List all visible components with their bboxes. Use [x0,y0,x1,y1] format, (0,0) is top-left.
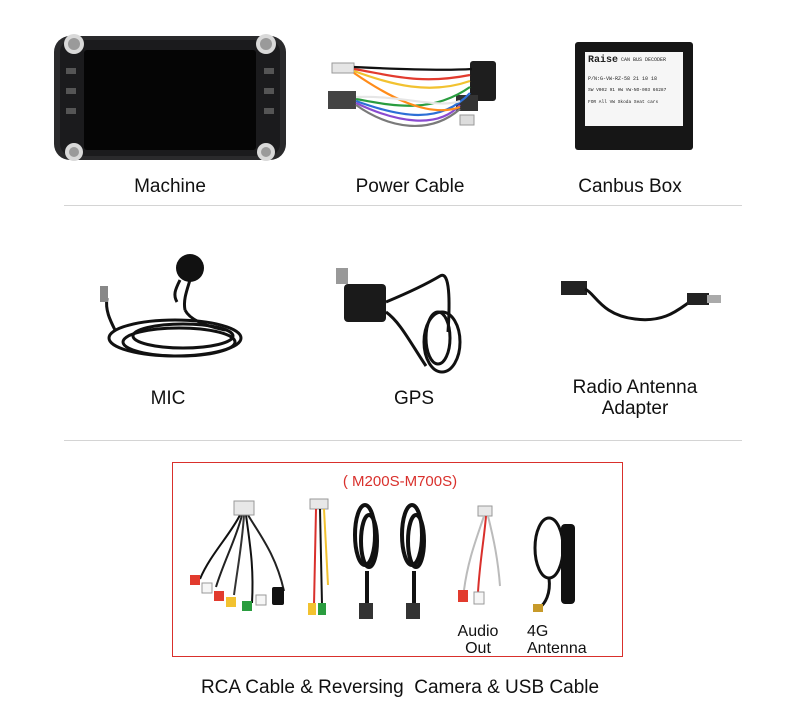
canbus-box-image: Raise CAN BUS DECODER P/N:G-VW-RZ-58 21 … [575,42,693,150]
canbus-line1: CAN BUS DECODER [621,57,667,63]
accessory-group-box [172,462,623,657]
reversing-camera-cable-image [353,503,379,619]
canbus-brand: Raise [588,55,619,66]
canbus-box-sticker: Raise CAN BUS DECODER P/N:G-VW-RZ-58 21 … [585,52,683,126]
antenna-4g-label-line2: Antenna [527,640,587,657]
rca-cable-image [190,500,285,611]
radio-antenna-adapter-image [561,281,721,322]
canbus-box-label: Canbus Box [578,176,682,197]
machine-label: Machine [134,176,206,197]
power-cable-label: Power Cable [355,176,465,197]
audio-out-label-line2: Out [465,640,491,657]
audio-out-cable-image [458,505,501,605]
canbus-line4: FOR All VW Skoda Seat cars [588,100,659,105]
antenna-4g-image [533,516,575,612]
gps-image [336,268,462,374]
antenna-4g-label-line1: 4G [527,623,549,640]
divider-bottom [64,440,742,441]
radio-antenna-label-line1: Radio Antenna [572,377,698,398]
gps-label: GPS [393,388,435,409]
radio-antenna-label-line2: Adapter [601,398,669,419]
canbus-line2: P/N:G-VW-RZ-58 21 10 18 [588,76,658,82]
mic-label: MIC [150,388,186,409]
usb-cable-image [400,503,426,619]
mic-image [100,254,243,358]
model-range-label: ( M200S-M700S) [342,473,458,490]
audio-out-label-line1: Audio [457,623,499,640]
camera-cable-image [308,498,329,615]
power-cable-image [328,61,496,127]
machine-image [54,34,286,161]
accessory-caption: RCA Cable & Reversing Camera & USB Cable [200,677,600,698]
canbus-line3: SW V002 91 HW VW-NO-003 66287 [588,88,667,93]
divider-top [64,205,742,206]
